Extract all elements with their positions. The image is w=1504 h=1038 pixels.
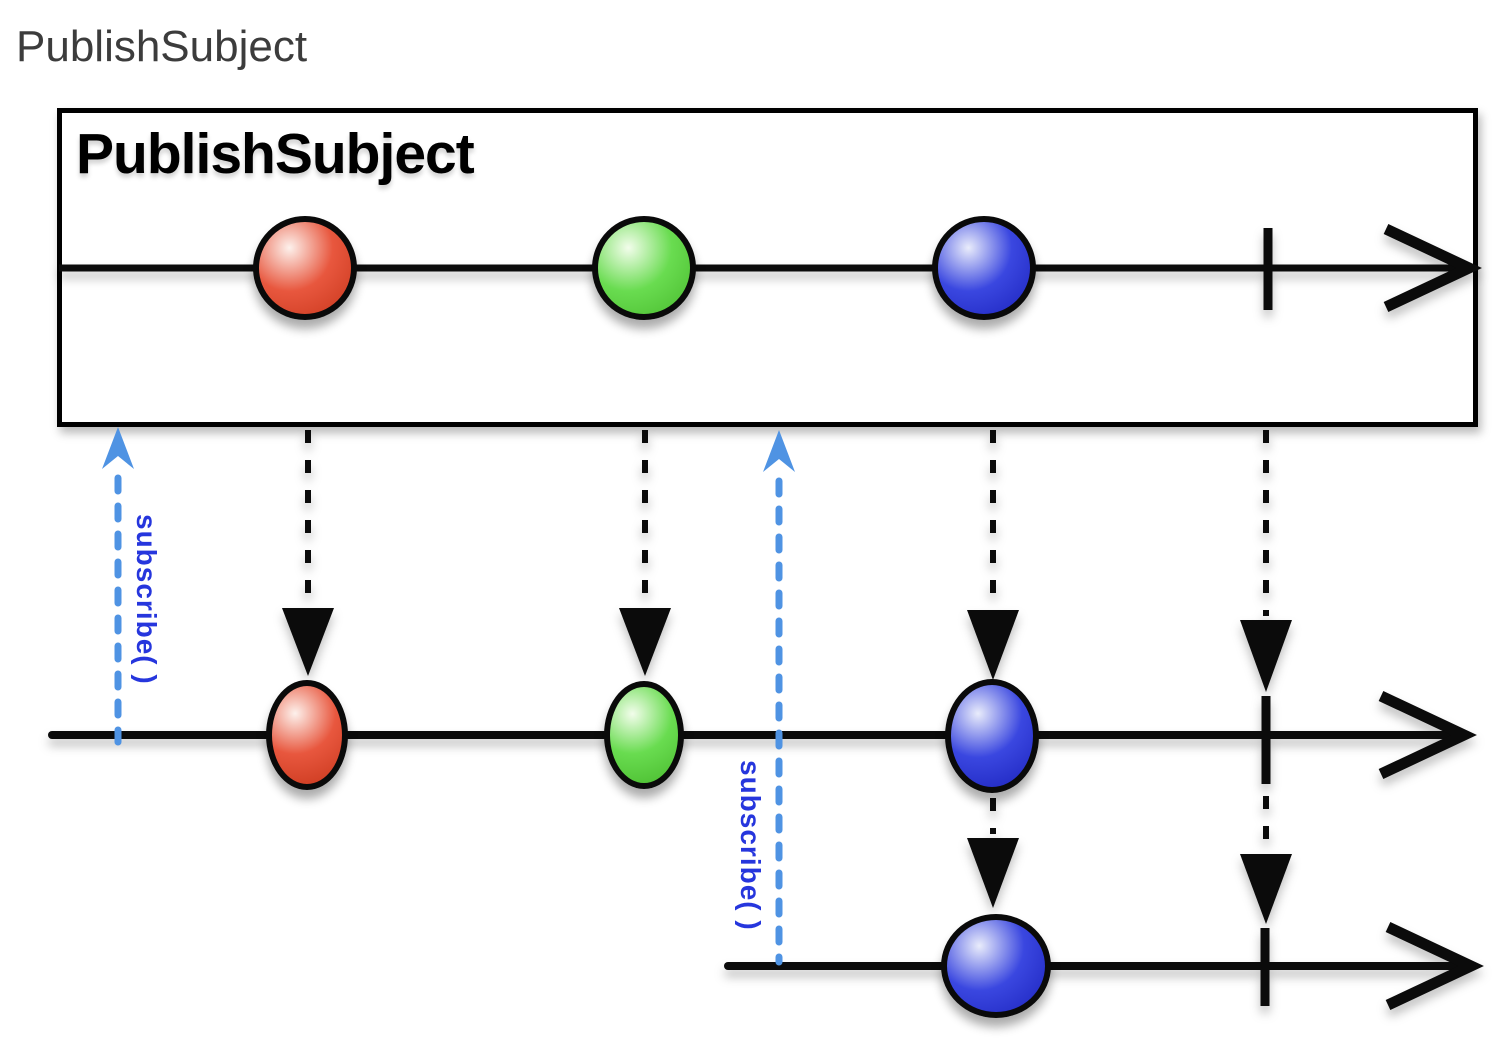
emission-connectors xyxy=(282,430,1292,692)
subscribe-label-2: subscribe( ) xyxy=(735,760,766,931)
arrow-right-icon xyxy=(1385,922,1484,1010)
emission-connectors-late xyxy=(967,796,1292,924)
arrow-right-icon xyxy=(1378,691,1477,779)
marble-green xyxy=(592,216,696,320)
marble-red xyxy=(266,680,348,790)
marble-blue xyxy=(932,216,1036,320)
marble-blue xyxy=(945,679,1039,793)
arrow-down-icon xyxy=(1240,620,1292,692)
arrow-down-icon xyxy=(619,608,671,676)
arrow-down-icon xyxy=(967,838,1019,908)
arrow-up-icon xyxy=(763,430,795,472)
arrow-right-icon xyxy=(1383,224,1482,312)
page-title: PublishSubject xyxy=(16,22,308,71)
arrow-down-icon xyxy=(1240,854,1292,924)
subject-box-title: PublishSubject xyxy=(76,122,475,186)
marble-green xyxy=(604,681,684,789)
observer2-timeline xyxy=(724,922,1484,1010)
subscribe-arrow-1 xyxy=(102,427,134,746)
marble-red xyxy=(253,216,357,320)
subscribe-label-1: subscribe( ) xyxy=(131,514,162,685)
arrow-down-icon xyxy=(282,608,334,676)
marble-blue xyxy=(941,914,1051,1018)
subscribe-arrow-2 xyxy=(763,430,795,966)
arrow-up-icon xyxy=(102,427,134,469)
arrow-down-icon xyxy=(967,610,1019,680)
